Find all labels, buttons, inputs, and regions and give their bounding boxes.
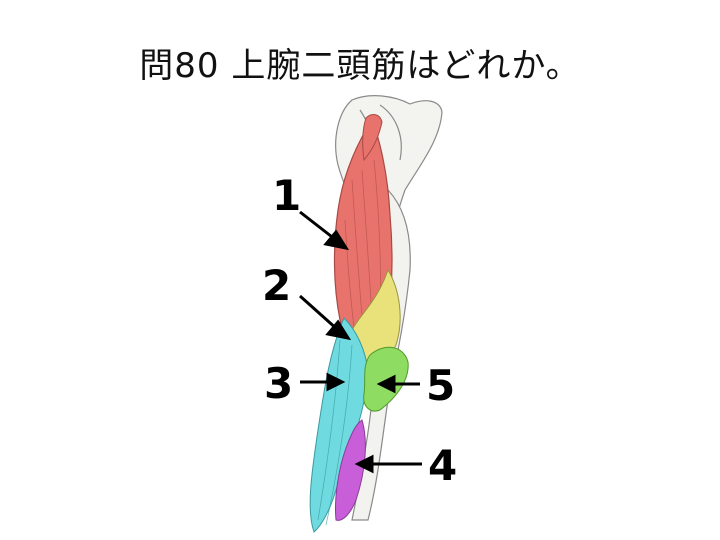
label-1: 1 — [272, 171, 301, 220]
label-4: 4 — [428, 441, 457, 490]
label-2: 2 — [262, 261, 291, 310]
pointer-arrows — [298, 210, 422, 474]
muscle-1-tendon — [362, 114, 383, 162]
label-5: 5 — [426, 361, 455, 410]
muscle-3-fibers — [317, 339, 353, 526]
question-title: 問80 上腕二頭筋はどれか。 — [139, 46, 581, 86]
muscle-5 — [363, 346, 409, 412]
label-3: 3 — [264, 359, 293, 408]
